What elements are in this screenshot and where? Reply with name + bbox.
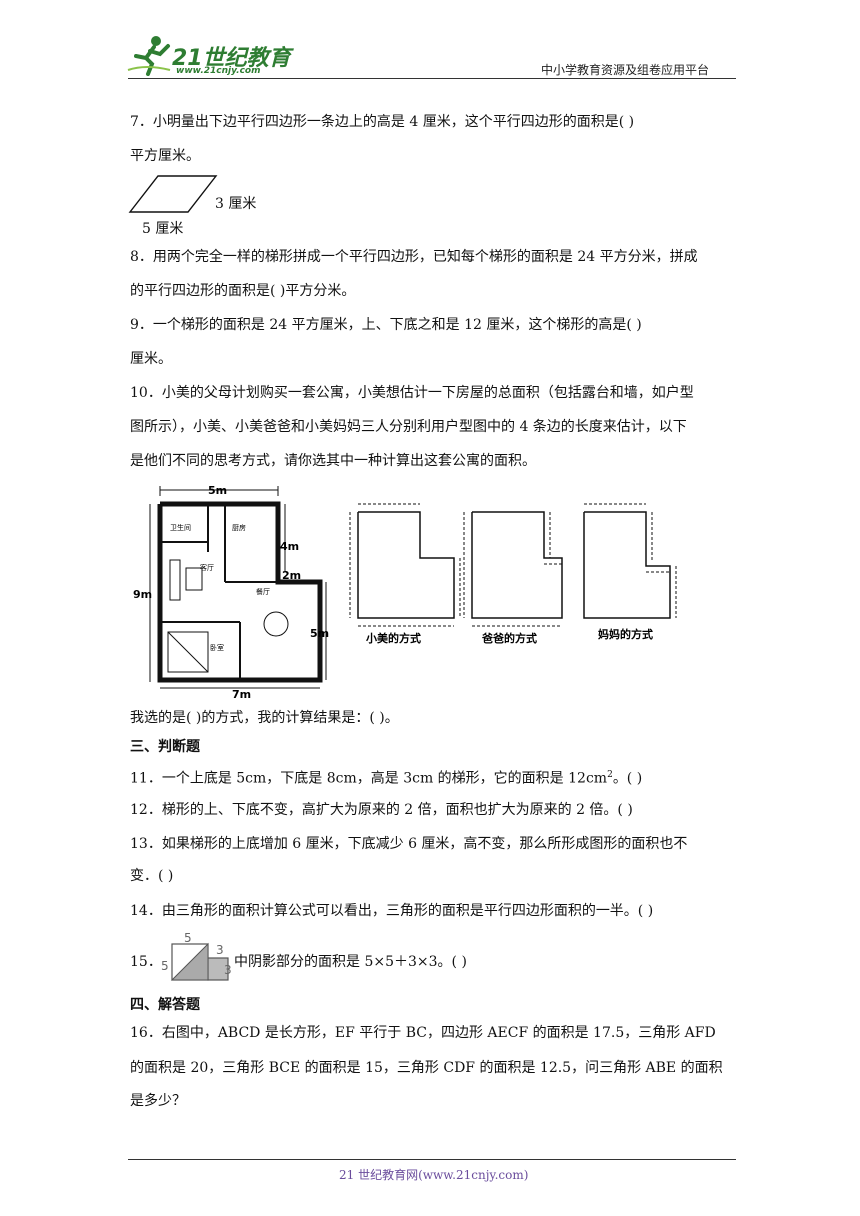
q10-line2: 图所示），小美、小美爸爸和小美妈妈三人分别利用户型图中的 4 条边的长度来估计，… [130, 419, 687, 435]
dim-right: 5m [310, 627, 329, 640]
q8-line2: 的平行四边形的面积是( )平方分米。 [130, 283, 356, 299]
header-divider [128, 78, 736, 79]
dim-step: 2m [282, 569, 301, 582]
q7-line1: 7．小明量出下边平行四边形一条边上的高是 4 厘米，这个平行四边形的面积是( ) [130, 114, 635, 130]
q11-text-a: 11．一个上底是 5cm，下底是 8cm，高是 3cm 的梯形，它的面积是 12… [130, 770, 608, 787]
method-label-mom: 妈妈的方式 [598, 627, 653, 641]
dim-right-top: 4m [280, 540, 299, 553]
parallelogram-base-label: 5 厘米 [142, 221, 184, 237]
room-living: 客厅 [200, 563, 214, 572]
parallelogram-figure [128, 175, 218, 213]
q15-text: 中阴影部分的面积是 5×5＋3×3。( ) [234, 954, 467, 970]
method-mom: 妈妈的方式 [583, 503, 677, 641]
room-kitchen: 厨房 [232, 523, 246, 532]
q8-line1: 8．用两个完全一样的梯形拼成一个平行四边形，已知每个梯形的面积是 24 平方分米… [130, 249, 698, 265]
q11-text-b: 。( ) [612, 770, 643, 787]
q10-line3: 是他们不同的思考方式，请你选其中一种计算出这套公寓的面积。 [130, 453, 536, 469]
dim-bottom: 7m [232, 688, 251, 701]
section3-title: 三、判断题 [130, 739, 200, 755]
q13-line1: 13．如果梯形的上底增加 6 厘米，下底减少 6 厘米，高不变，那么所形成图形的… [130, 836, 688, 852]
q9-line2: 厘米。 [130, 351, 172, 367]
method-xiaomei: 小美的方式 [349, 503, 461, 645]
q15-shaded-figure: 5 5 3 3 [161, 931, 232, 981]
q15-num: 15． [130, 954, 162, 970]
logo-runner-icon [127, 36, 171, 76]
section4-title: 四、解答题 [130, 997, 200, 1013]
parallelogram-side-label: 3 厘米 [215, 196, 257, 212]
q11: 11．一个上底是 5cm，下底是 8cm，高是 3cm 的梯形，它的面积是 12… [130, 765, 642, 789]
dim-left: 9m [133, 588, 152, 601]
q11-sup: 2 [607, 770, 613, 780]
footer-text[interactable]: 21 世纪教育网(www.21cnjy.com) [339, 1168, 529, 1182]
q12: 12．梯形的上、下底不变，高扩大为原来的 2 倍，面积也扩大为原来的 2 倍。(… [130, 802, 633, 818]
platform-name: 中小学教育资源及组卷应用平台 [541, 63, 710, 77]
q7-line2: 平方厘米。 [130, 148, 200, 164]
dim-top: 5m [208, 484, 227, 497]
method-label-dad: 爸爸的方式 [481, 631, 537, 645]
logo-url: www.21cnjy.com [176, 66, 261, 76]
q13-line2: 变．( ) [130, 868, 174, 884]
q15-label-top: 5 [184, 931, 192, 945]
method-label-xiaomei: 小美的方式 [365, 631, 421, 645]
q10-line1: 10．小美的父母计划购买一套公寓，小美想估计一下房屋的总面积（包括露台和墙，如户… [130, 385, 694, 401]
q10-answer-line: 我选的是( )的方式，我的计算结果是：( )。 [130, 710, 399, 726]
q9-line1: 9．一个梯形的面积是 24 平方厘米，上、下底之和是 12 厘米，这个梯形的高是… [130, 317, 642, 333]
q15-label-small-right: 3 [224, 963, 232, 977]
q16-line1: 16．右图中，ABCD 是长方形，EF 平行于 BC，四边形 AECF 的面积是… [130, 1025, 716, 1041]
logo-title: 21世纪教育 [172, 46, 291, 71]
q16-line3: 是多少？ [130, 1093, 186, 1109]
q14: 14．由三角形的面积计算公式可以看出，三角形的面积是平行四边形面积的一半。( ) [130, 903, 654, 919]
method-dad: 爸爸的方式 [463, 511, 563, 645]
room-bathroom: 卫生间 [170, 523, 191, 532]
floor-plan-figure: 5m 9m 4m 2m 5m 7m 卫生间 厨房 客厅 餐厅 卧室 [133, 484, 329, 701]
footer-divider [128, 1159, 736, 1160]
q15-label-small-top: 3 [216, 943, 224, 957]
q15-label-left: 5 [161, 959, 169, 973]
room-dining: 餐厅 [256, 587, 270, 596]
room-bedroom: 卧室 [210, 643, 224, 652]
q16-line2: 的面积是 20，三角形 BCE 的面积是 15，三角形 CDF 的面积是 12.… [130, 1060, 723, 1076]
